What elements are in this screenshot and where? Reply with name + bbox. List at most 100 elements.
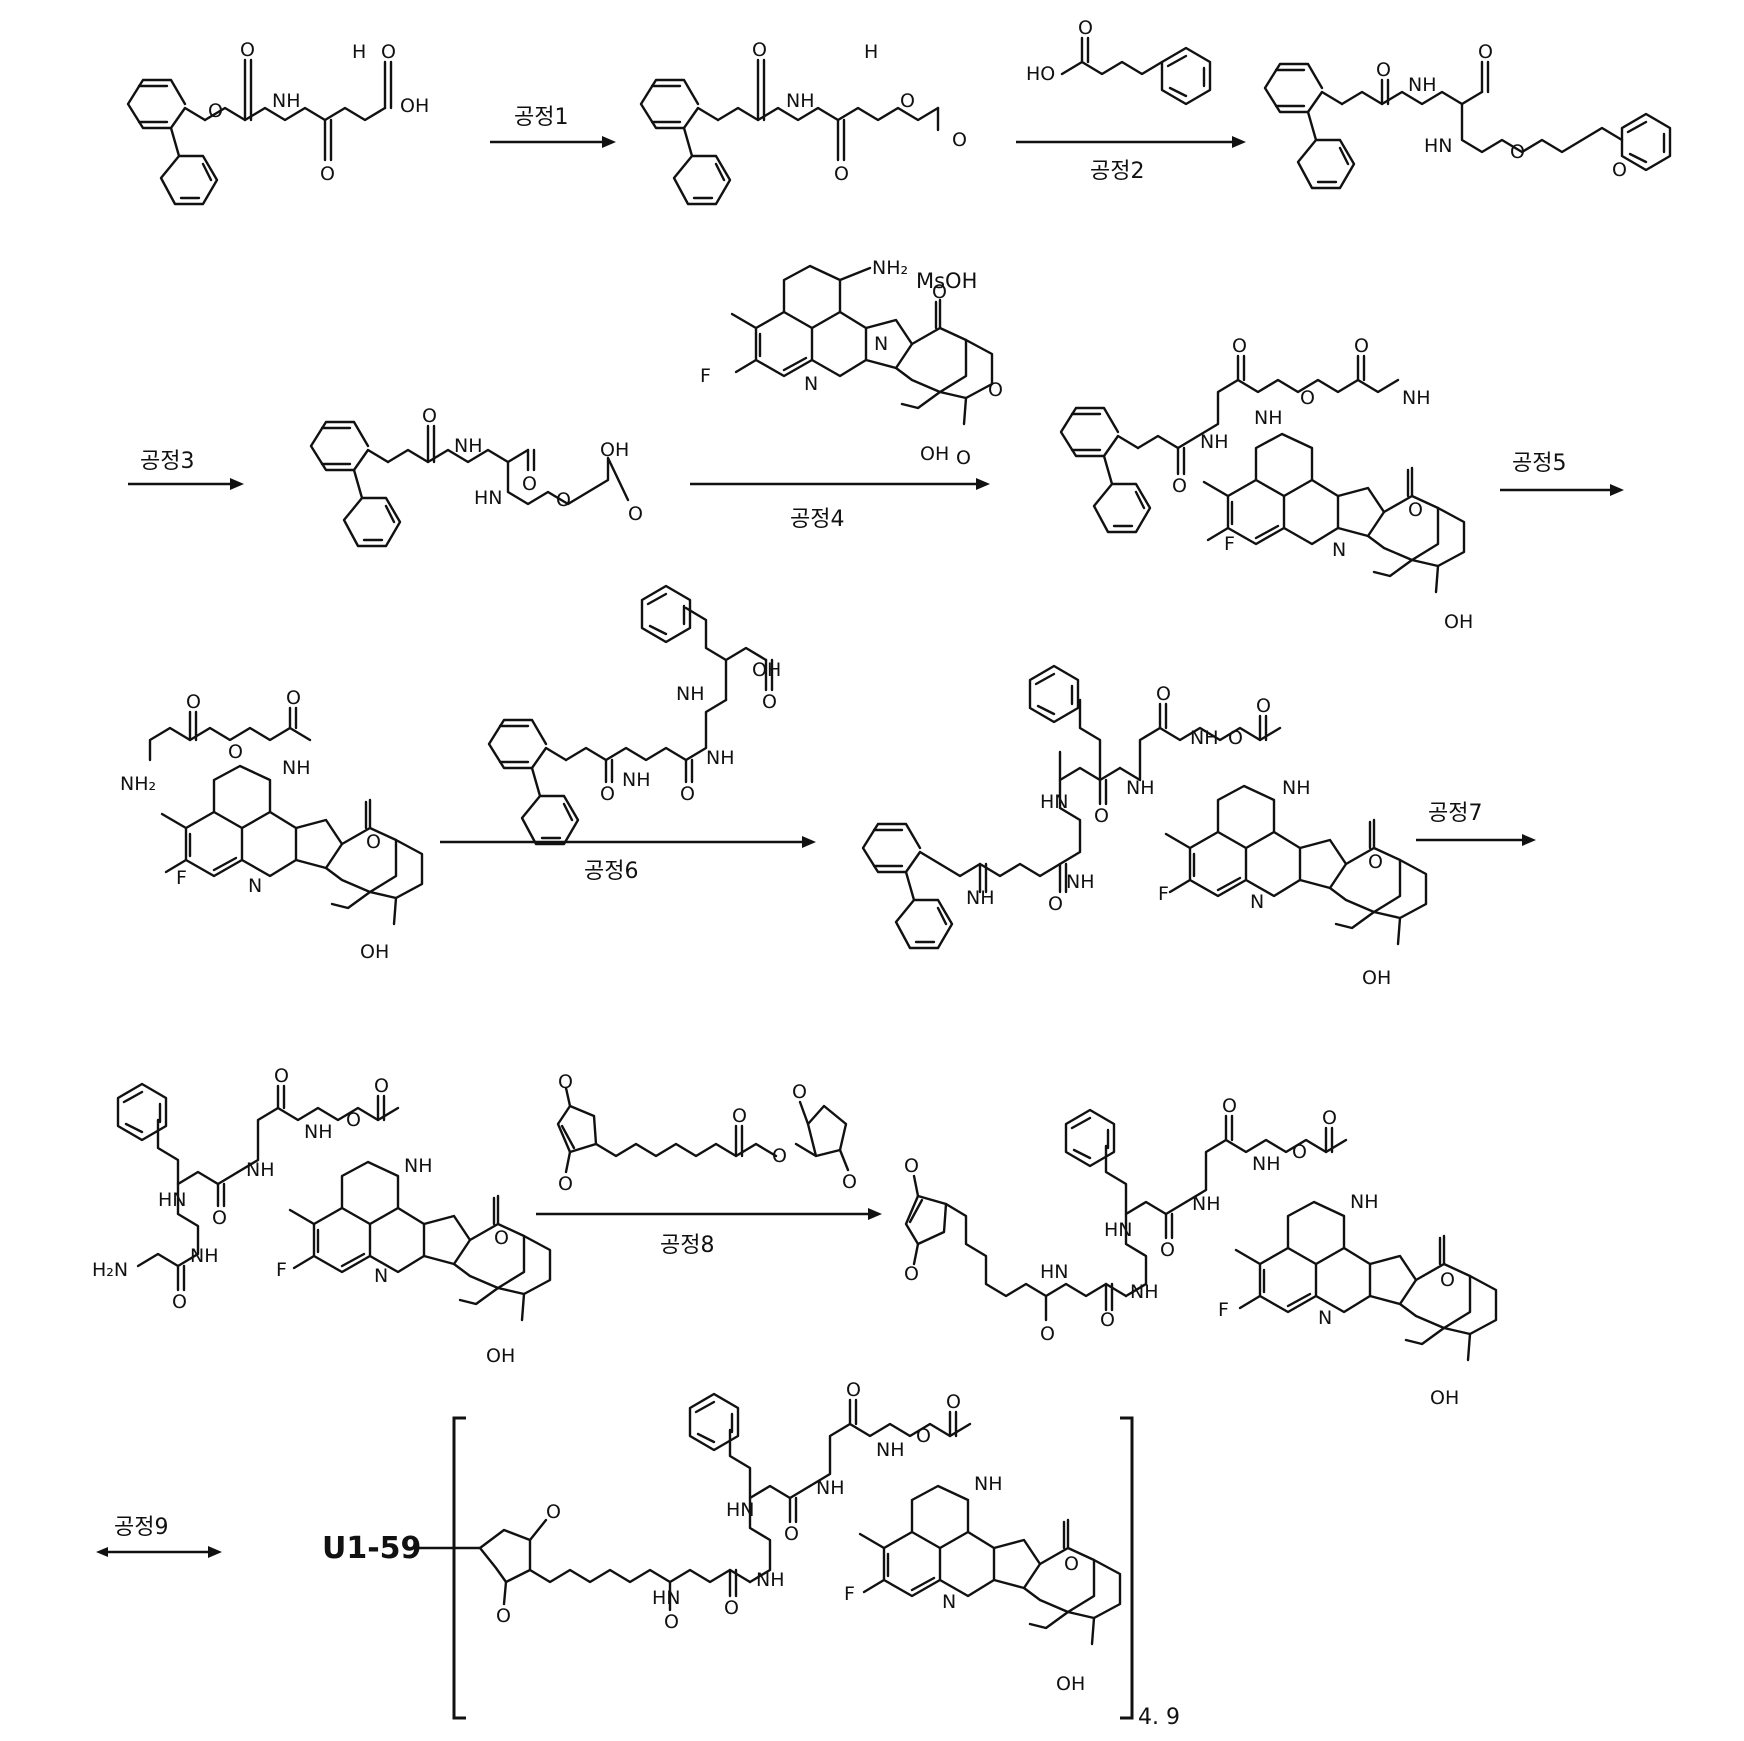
o-atom: O xyxy=(1160,1239,1175,1261)
nh-atom: NH xyxy=(1408,74,1437,96)
oh-atom: OH xyxy=(1362,967,1391,989)
oh-atom: OH xyxy=(1430,1387,1459,1409)
o-atom: O xyxy=(422,405,437,427)
o-atom: O xyxy=(792,1081,807,1103)
oh-atom: OH xyxy=(360,941,389,963)
o-atom: O xyxy=(724,1597,739,1619)
o-atom: O xyxy=(546,1501,561,1523)
o-atom: O xyxy=(286,687,301,709)
o-atom: O xyxy=(1510,141,1525,163)
step-8-label: 공정8 xyxy=(660,1233,714,1258)
o-atom: O xyxy=(1222,1095,1237,1117)
nh2-atom: NH₂ xyxy=(872,257,908,279)
nh-atom: NH xyxy=(246,1159,275,1181)
fmoc-gly-gly-acid: O O NH O H O OH xyxy=(128,39,429,204)
oh-atom: OH xyxy=(920,443,949,465)
h-atom: H xyxy=(352,41,366,63)
step-9-arrow: 공정9 xyxy=(96,1515,222,1558)
o-atom: O xyxy=(762,691,777,713)
step-6-label: 공정6 xyxy=(584,859,638,884)
f-atom: F xyxy=(700,365,711,387)
f-atom: F xyxy=(276,1259,287,1281)
o-atom: O xyxy=(374,1075,389,1097)
nh-atom: NH xyxy=(1130,1281,1159,1303)
step-4-label: 공정4 xyxy=(790,507,844,532)
nh-atom: NH xyxy=(272,90,301,112)
o-atom: O xyxy=(1228,727,1243,749)
o-atom: O xyxy=(932,281,947,303)
n-atom: N xyxy=(1332,539,1346,561)
o-atom: O xyxy=(916,1425,931,1447)
oh-atom: OH xyxy=(600,439,629,461)
nh2-atom: NH₂ xyxy=(120,773,156,795)
f-atom: F xyxy=(844,1583,855,1605)
o-atom: O xyxy=(988,379,1003,401)
nh-atom: NH xyxy=(304,1121,333,1143)
o-atom: O xyxy=(1100,1309,1115,1331)
n-atom: N xyxy=(1250,891,1264,913)
nh-atom: NH xyxy=(676,683,705,705)
o-atom: O xyxy=(496,1605,511,1627)
o-atom: O xyxy=(1064,1553,1079,1575)
o-atom: O xyxy=(228,741,243,763)
oh-atom: OH xyxy=(486,1345,515,1367)
o-atom: O xyxy=(1292,1141,1307,1163)
ho-atom: HO xyxy=(1026,63,1055,85)
nh-atom: NH xyxy=(1350,1191,1379,1213)
o-atom: O xyxy=(1256,695,1271,717)
o-atom: O xyxy=(1408,499,1423,521)
o-atom: O xyxy=(1172,475,1187,497)
o-atom: O xyxy=(1612,159,1627,181)
nh-atom: NH xyxy=(786,90,815,112)
o-atom: O xyxy=(1354,335,1369,357)
nh-atom: NH xyxy=(1066,871,1095,893)
intermediate-7-amine: H₂N O NH HN O NH O NH O O NH F N O OH xyxy=(92,1065,550,1367)
intermediate-3-acid: O NH O HN O OH O xyxy=(311,405,643,546)
o-atom: O xyxy=(366,831,381,853)
n-atom: N xyxy=(874,333,888,355)
n-atom: N xyxy=(804,373,818,395)
o-atom: O xyxy=(1440,1269,1455,1291)
o-atom: O xyxy=(1300,387,1315,409)
step-2-arrow: 공정2 HO O xyxy=(1016,17,1246,184)
hn-atom: HN xyxy=(1424,135,1453,157)
antibody-label: U1-59 xyxy=(322,1531,421,1566)
o-atom: O xyxy=(1048,893,1063,915)
n-atom: N xyxy=(1318,1307,1332,1329)
o-atom: O xyxy=(680,783,695,805)
hn-atom: HN xyxy=(652,1587,681,1609)
o-atom: O xyxy=(558,1173,573,1195)
intermediate-2: O NH O HN O O xyxy=(1265,41,1670,188)
o-atom: O xyxy=(522,473,537,495)
o-atom: O xyxy=(834,163,849,185)
o-atom: O xyxy=(1368,851,1383,873)
h-atom: H xyxy=(864,41,878,63)
o-atom: O xyxy=(1478,41,1493,63)
nh-atom: NH xyxy=(816,1477,845,1499)
f-atom: F xyxy=(1158,883,1169,905)
exatecan-mesylate: NH₂ MsOH F N N O O OH O xyxy=(700,257,1003,469)
step-2-label: 공정2 xyxy=(1090,159,1144,184)
o-atom: O xyxy=(172,1291,187,1313)
o-atom: O xyxy=(600,783,615,805)
nh-atom: NH xyxy=(1282,777,1311,799)
o-atom: O xyxy=(732,1105,747,1127)
intermediate-4: O NH O NH O O NH F N O OH xyxy=(1061,335,1473,633)
step-1-label: 공정1 xyxy=(514,105,568,130)
n-atom: N xyxy=(374,1265,388,1287)
nh-atom: NH xyxy=(756,1569,785,1591)
oh-atom: OH xyxy=(1444,611,1473,633)
f-atom: F xyxy=(1224,533,1235,555)
o-atom: O xyxy=(240,39,255,61)
o-atom: O xyxy=(274,1065,289,1087)
dar-subscript: 4. 9 xyxy=(1138,1705,1180,1730)
step-9-label: 공정9 xyxy=(114,1515,168,1540)
o-atom: O xyxy=(494,1227,509,1249)
o-atom: O xyxy=(208,100,223,122)
nh-atom: NH xyxy=(622,769,651,791)
hn-atom: HN xyxy=(1040,1261,1069,1283)
o-atom: O xyxy=(381,41,396,63)
nh-atom: NH xyxy=(974,1473,1003,1495)
f-atom: F xyxy=(176,867,187,889)
